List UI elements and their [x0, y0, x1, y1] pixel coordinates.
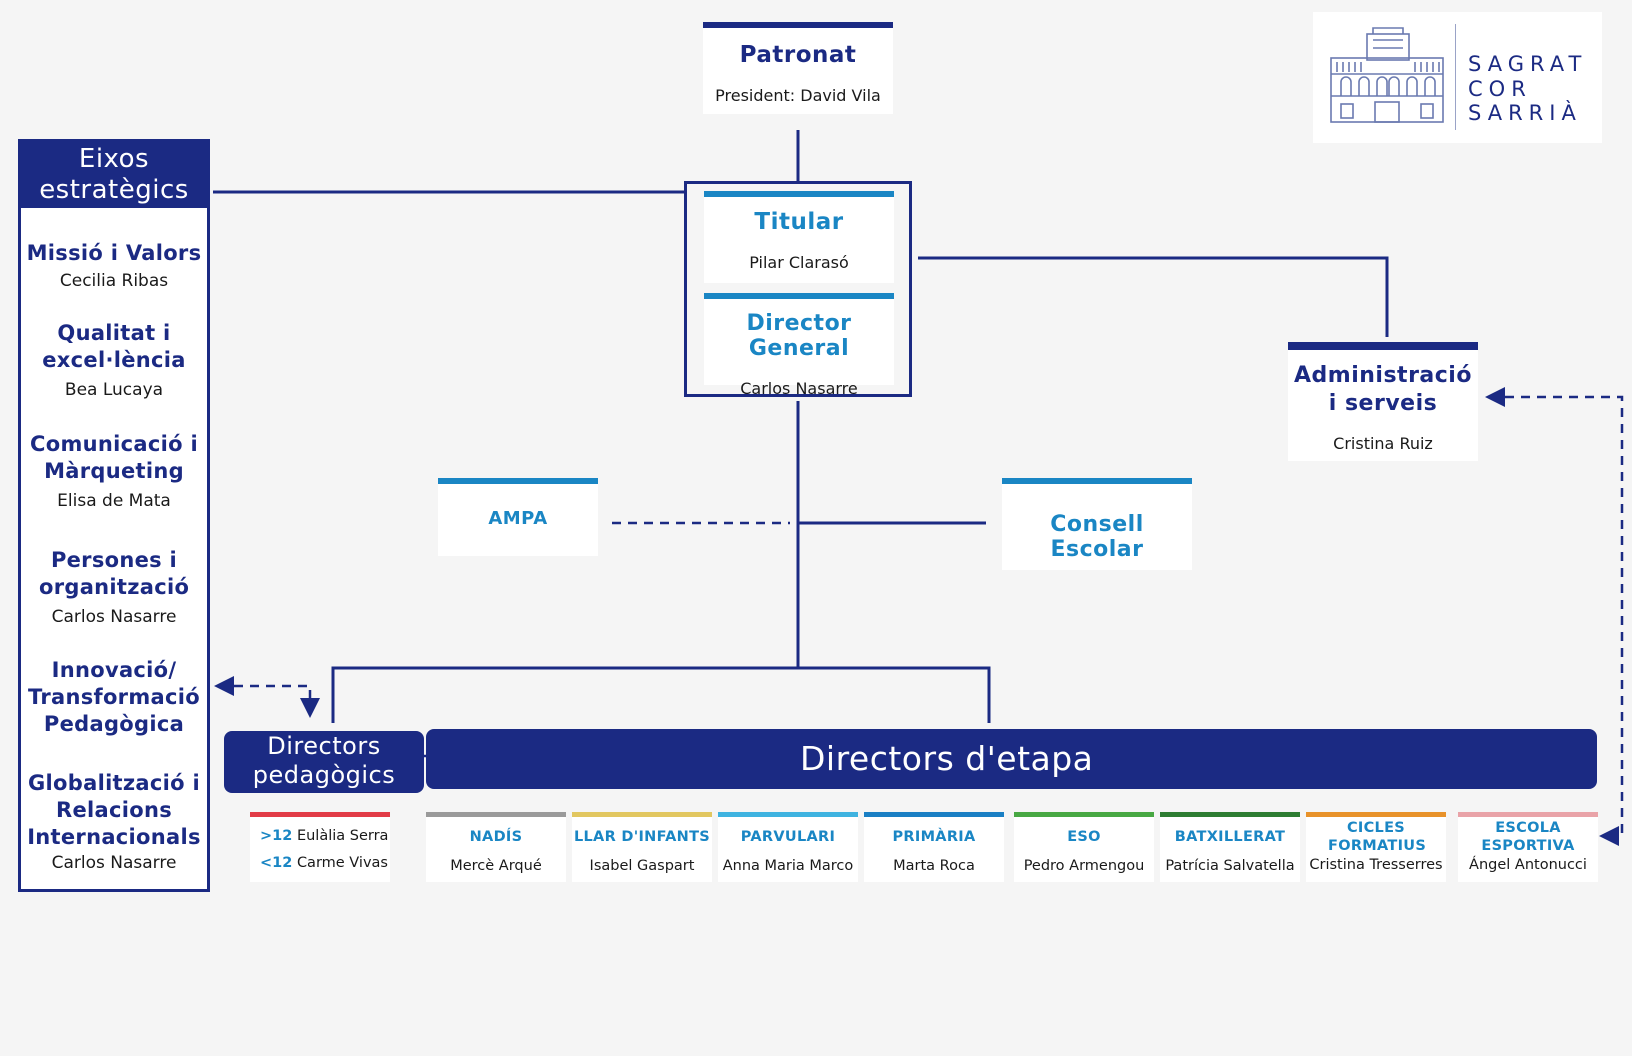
stage-card: ESCOLA ESPORTIVA Ángel Antonucci	[1458, 812, 1598, 882]
stage-person: Cristina Tresserres	[1309, 857, 1443, 873]
stage-person: Anna Maria Marco	[722, 858, 854, 874]
eix-person: Elisa de Mata	[57, 491, 171, 511]
ped-row-younger: <12 Carme Vivas	[260, 855, 390, 871]
eix-innovacio: Innovació/ Transformació Pedagògica	[21, 657, 207, 738]
eixos-title-line2: estratègics	[39, 175, 189, 205]
line-branch-left	[331, 666, 991, 723]
ampa-box: AMPA	[438, 478, 598, 556]
stage-card: PRIMÀRIA Marta Roca	[864, 812, 1004, 882]
building-icon	[1330, 27, 1444, 123]
eixos-title-line1: Eixos	[78, 144, 150, 174]
stage-person: Mercè Arqué	[450, 858, 542, 874]
director-general-title: Director General	[746, 311, 852, 361]
eix-title: Comunicació i Màrqueting	[30, 432, 198, 483]
stage-person: Marta Roca	[893, 858, 975, 874]
eix-title: Globalització i Relacions Internacionals	[27, 771, 201, 849]
logo-divider	[1455, 24, 1456, 130]
eixos-estrategics-panel: Eixos estratègics Missió i Valors Cecili…	[18, 139, 210, 892]
stage-person: Ángel Antonucci	[1469, 857, 1587, 873]
dashed-admin-esportiva	[1485, 387, 1624, 846]
stage-name: BATXILLERAT	[1174, 829, 1286, 845]
titular-director-frame	[684, 181, 912, 397]
directors-pedagogics-line1: Directors	[267, 732, 381, 760]
directors-pedagogics-bar: Directors pedagògics	[224, 731, 424, 793]
eix-qualitat: Qualitat i excel·lència Bea Lucaya	[21, 320, 207, 400]
eix-title: Persones i organització	[39, 548, 190, 599]
stage-card: NADÍS Mercè Arqué	[426, 812, 566, 882]
eixos-estrategics-header: Eixos estratègics	[21, 142, 207, 208]
line-frame-admin	[918, 256, 1389, 337]
logo-wordmark: SAGRAT COR SARRIÀ	[1468, 52, 1587, 126]
stage-person: Patrícia Salvatella	[1165, 858, 1295, 874]
ped-name: Carme Vivas	[296, 855, 388, 871]
eix-person: Cecilia Ribas	[59, 271, 169, 291]
logo-line3: SARRIÀ	[1468, 101, 1582, 125]
eix-missio: Missió i Valors Cecilia Ribas	[21, 240, 207, 291]
ped-row-older: >12 Eulàlia Serra	[260, 828, 390, 844]
patronat-box: Patronat President: David Vila	[703, 22, 893, 114]
eix-person: Carlos Nasarre	[51, 607, 177, 627]
eix-comunicacio: Comunicació i Màrqueting Elisa de Mata	[21, 431, 207, 511]
director-general-box: Director General Carlos Nasarre	[704, 293, 894, 398]
directors-etapa-bar: Directors d'etapa	[426, 729, 1597, 789]
directors-pedagogics-line2: pedagògics	[252, 761, 396, 789]
stage-name: PARVULARI	[740, 829, 836, 845]
eix-person: Bea Lucaya	[64, 380, 164, 400]
logo-line1: SAGRAT	[1468, 52, 1588, 76]
stage-card: LLAR D'INFANTS Isabel Gaspart	[572, 812, 712, 882]
patronat-title: Patronat	[739, 42, 857, 68]
stage-name: NADÍS	[469, 829, 523, 845]
administracio-title-line1: Administració	[1294, 363, 1472, 388]
logo-line2: COR	[1468, 76, 1532, 101]
patronat-person: President: David Vila	[715, 86, 881, 105]
eix-title: Innovació/ Transformació Pedagògica	[28, 658, 200, 736]
stage-card: PARVULARI Anna Maria Marco	[718, 812, 858, 882]
ped-name: Eulàlia Serra	[296, 828, 389, 844]
school-logo: SAGRAT COR SARRIÀ	[1313, 12, 1602, 143]
administracio-title-line2: i serveis	[1328, 391, 1438, 416]
titular-title: Titular	[754, 209, 844, 235]
eix-person: Carlos Nasarre	[51, 853, 177, 873]
director-general-person: Carlos Nasarre	[740, 379, 858, 398]
stage-card: ESO Pedro Armengou	[1014, 812, 1154, 882]
directors-pedagogics-card: >12 Eulàlia Serra <12 Carme Vivas	[250, 812, 390, 882]
administracio-person: Cristina Ruiz	[1333, 434, 1433, 453]
dashed-innovacio	[214, 676, 320, 718]
titular-box: Titular Pilar Clarasó	[704, 191, 894, 283]
ampa-title: AMPA	[488, 508, 548, 529]
consell-escolar-box: Consell Escolar	[1002, 478, 1192, 570]
stage-person: Isabel Gaspart	[589, 858, 695, 874]
administracio-box: Administració i serveis Cristina Ruiz	[1288, 342, 1478, 461]
consell-escolar-title: Consell Escolar	[1050, 512, 1144, 562]
ped-tag: >12	[260, 828, 293, 844]
administracio-title: Administració i serveis	[1288, 362, 1478, 418]
stage-person: Pedro Armengou	[1023, 858, 1145, 874]
titular-person: Pilar Clarasó	[749, 253, 849, 272]
stage-name: LLAR D'INFANTS	[573, 829, 711, 845]
eix-globalitzacio: Globalització i Relacions Internacionals…	[21, 770, 207, 873]
eix-title: Missió i Valors	[26, 241, 202, 265]
stage-name: ESCOLA ESPORTIVA	[1481, 820, 1575, 854]
eix-persones: Persones i organització Carlos Nasarre	[21, 547, 207, 627]
ped-tag: <12	[260, 855, 293, 871]
stage-card: CICLES FORMATIUS Cristina Tresserres	[1306, 812, 1446, 882]
stage-card: BATXILLERAT Patrícia Salvatella	[1160, 812, 1300, 882]
stage-name: ESO	[1067, 829, 1101, 845]
stage-name: CICLES FORMATIUS	[1328, 820, 1427, 854]
stage-name: PRIMÀRIA	[892, 829, 976, 845]
eix-title: Qualitat i excel·lència	[42, 321, 186, 372]
